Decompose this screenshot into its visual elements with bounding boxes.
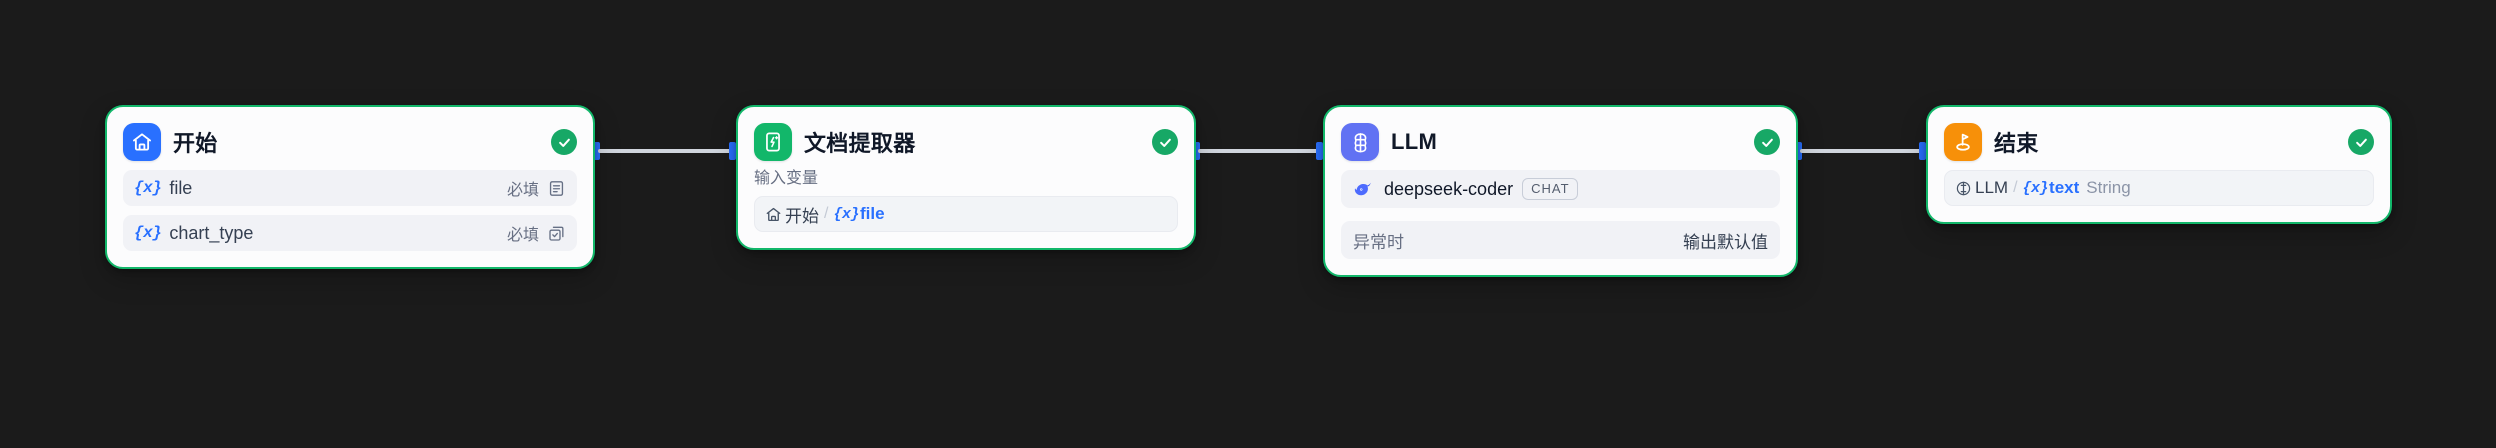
status-badge <box>1754 129 1780 155</box>
edge-llm-to-end <box>1800 149 1923 153</box>
status-badge <box>1152 129 1178 155</box>
port-llm-input[interactable] <box>1316 142 1323 160</box>
variable-row-chart-type[interactable]: {x} chart_type 必填 <box>123 215 577 251</box>
reference-separator: / <box>824 205 829 222</box>
error-handling-row[interactable]: 异常时 输出默认值 <box>1341 221 1780 259</box>
file-list-icon <box>547 179 566 198</box>
variable-row-file[interactable]: {x} file 必填 <box>123 170 577 206</box>
port-start-output[interactable] <box>593 142 600 160</box>
node-doc-header: 文档提取器 <box>754 123 1178 161</box>
home-icon <box>123 123 161 161</box>
node-llm-header: LLM <box>1341 123 1780 161</box>
port-doc-input[interactable] <box>729 142 736 160</box>
reference-variable: {x}text <box>2023 178 2080 198</box>
node-document-extractor[interactable]: 文档提取器 输入变量 开始 / {x}file <box>736 105 1196 250</box>
edge-start-to-doc <box>598 149 734 153</box>
node-end-header: 结束 <box>1944 123 2374 161</box>
node-start-title: 开始 <box>173 131 218 156</box>
variable-brace-icon: {x} <box>2022 179 2049 197</box>
document-extractor-icon <box>754 123 792 161</box>
required-label: 必填 <box>506 227 539 244</box>
variable-name: file <box>169 177 193 198</box>
llm-brain-icon <box>1341 123 1379 161</box>
reference-variable: {x}file <box>833 204 884 224</box>
variable-brace-icon: {x} <box>134 224 162 242</box>
reference-variable-name: file <box>859 204 885 223</box>
port-llm-output[interactable] <box>1795 142 1802 160</box>
llm-brain-outline-icon <box>1955 180 1972 197</box>
variable-row-file-left: {x} file <box>134 178 497 199</box>
model-name: deepseek-coder <box>1384 178 1514 199</box>
node-start[interactable]: 开始 {x} file 必填 <box>105 105 595 269</box>
input-variables-label: 输入变量 <box>754 170 819 187</box>
error-handling-value: 输出默认值 <box>1683 232 1768 252</box>
node-end[interactable]: 结束 LLM / {x}text String <box>1926 105 2392 224</box>
model-selector-row[interactable]: deepseek-coder CHAT <box>1341 170 1780 208</box>
required-label: 必填 <box>506 182 539 199</box>
error-handling-label: 异常时 <box>1353 232 1404 252</box>
variable-name: chart_type <box>169 222 254 243</box>
deepseek-whale-icon <box>1352 178 1374 200</box>
node-end-title: 结束 <box>1994 131 2039 156</box>
port-end-input[interactable] <box>1919 142 1926 160</box>
model-type-badge: CHAT <box>1522 177 1578 201</box>
variable-row-chart-type-right: 必填 <box>507 221 566 245</box>
checkbox-select-icon <box>547 224 566 243</box>
variable-brace-icon: {x} <box>134 179 162 197</box>
node-llm-title: LLM <box>1391 129 1438 154</box>
reference-source-node: 开始 <box>785 206 819 226</box>
variable-row-file-right: 必填 <box>507 176 566 200</box>
variable-brace-icon: {x} <box>833 205 859 223</box>
node-start-header: 开始 <box>123 123 577 161</box>
reference-source-node: LLM <box>1975 178 2009 197</box>
status-badge <box>2348 129 2374 155</box>
end-flag-icon <box>1944 123 1982 161</box>
output-variable-pill[interactable]: LLM / {x}text String <box>1944 170 2374 206</box>
variable-reference-pill[interactable]: 开始 / {x}file <box>754 196 1178 232</box>
reference-variable-name: text <box>2049 178 2080 197</box>
reference-separator: / <box>2013 179 2018 196</box>
home-icon <box>765 206 782 223</box>
status-badge <box>551 129 577 155</box>
variable-row-chart-type-left: {x} chart_type <box>134 223 497 244</box>
node-doc-title: 文档提取器 <box>804 131 916 156</box>
port-doc-output[interactable] <box>1193 142 1200 160</box>
reference-variable-type: String <box>2086 178 2131 197</box>
edge-doc-to-llm <box>1198 149 1320 153</box>
node-llm[interactable]: LLM deepseek-coder CHAT 异常时 输出默认值 <box>1323 105 1798 277</box>
